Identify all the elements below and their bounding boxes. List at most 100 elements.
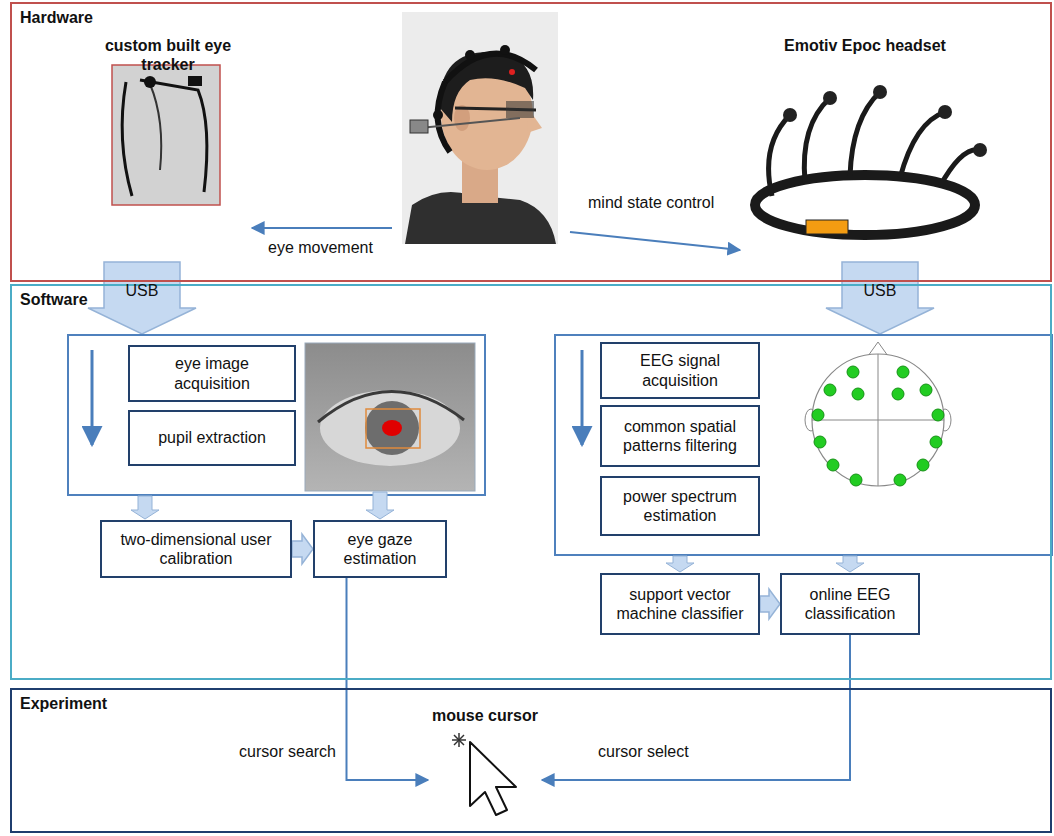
headset-electrode bbox=[823, 91, 837, 105]
electrode-dot bbox=[917, 459, 929, 471]
process-box: common spatial patterns filtering bbox=[600, 405, 760, 467]
target-panel: mouse cursor bbox=[428, 706, 542, 814]
electrode-dot bbox=[850, 474, 862, 486]
tracker-camera bbox=[188, 76, 202, 86]
headset-arm bbox=[804, 98, 830, 182]
flow-arrow bbox=[131, 496, 159, 519]
eye-image bbox=[305, 343, 475, 491]
tracker-wire bbox=[140, 80, 207, 192]
port-label: USB bbox=[126, 281, 159, 300]
process-box: eye image acquisition bbox=[128, 345, 296, 402]
headset-arm bbox=[900, 112, 945, 178]
box-label: pupil extraction bbox=[158, 428, 266, 447]
headset-electrode bbox=[873, 85, 887, 99]
tracker-wire bbox=[150, 84, 161, 170]
box-label: common spatial patterns filtering bbox=[610, 417, 750, 455]
person-hair bbox=[440, 52, 533, 122]
section-title: Hardware bbox=[20, 8, 1042, 27]
tracker-arm bbox=[420, 118, 520, 128]
usb-arrow bbox=[826, 262, 934, 334]
headset-electrode bbox=[433, 110, 443, 120]
edge-label: cursor select bbox=[598, 742, 689, 761]
electrode-dot bbox=[827, 459, 839, 471]
eye-lid bbox=[318, 391, 464, 422]
section-band: Softwareeye image acquisitionpupil extra… bbox=[10, 284, 1052, 680]
usb-arrow bbox=[88, 262, 196, 334]
pipeline-frame bbox=[68, 335, 485, 495]
electrode-dot bbox=[824, 384, 836, 396]
pupil-roi bbox=[366, 409, 420, 448]
headset-light bbox=[509, 69, 515, 75]
cursor-pointer bbox=[470, 742, 516, 815]
tracker-photo bbox=[112, 65, 220, 205]
panel-heading: mouse cursor bbox=[428, 706, 542, 725]
box-label: two-dimensional user calibration bbox=[110, 530, 282, 568]
headset-electrode bbox=[465, 50, 475, 60]
electrode-dot bbox=[894, 474, 906, 486]
sequence-arrow bbox=[91, 350, 94, 445]
section-band: Hardware custom built eye tracker Emotiv E… bbox=[10, 2, 1052, 282]
signal-arrow bbox=[570, 232, 740, 250]
headset-electrode bbox=[938, 105, 952, 119]
head-axis bbox=[878, 354, 879, 486]
person-photo bbox=[402, 12, 558, 244]
electrode-dot bbox=[920, 384, 932, 396]
box-label: power spectrum estimation bbox=[610, 487, 750, 525]
annotation-label: mind state control bbox=[588, 193, 714, 212]
panel-heading: custom built eye tracker bbox=[103, 36, 233, 74]
eye-iris bbox=[365, 401, 419, 455]
tracker-camera bbox=[144, 76, 156, 88]
block-arrow bbox=[760, 589, 780, 619]
process-box: online EEG classification bbox=[780, 573, 920, 635]
process-box: two-dimensional user calibration bbox=[100, 520, 292, 578]
electrode-dot bbox=[892, 388, 904, 400]
signal-arrow bbox=[252, 227, 392, 229]
head-map bbox=[812, 354, 944, 486]
electrode-dot bbox=[930, 436, 942, 448]
box-label: online EEG classification bbox=[790, 585, 910, 623]
electrode-dot bbox=[932, 409, 944, 421]
device-panel: custom built eye tracker bbox=[103, 36, 233, 207]
flow-arrow bbox=[666, 556, 694, 572]
section-band: Experimentmouse cursor bbox=[10, 688, 1052, 833]
electrode-dot bbox=[897, 366, 909, 378]
electrode-dot bbox=[814, 436, 826, 448]
headset-electrode bbox=[500, 45, 510, 55]
electrode-dot bbox=[852, 388, 864, 400]
headset-logo bbox=[806, 220, 848, 234]
flow-arrow bbox=[836, 556, 864, 572]
panel-heading: Emotiv Epoc headset bbox=[745, 36, 985, 55]
glasses-lens bbox=[506, 101, 534, 118]
annotation-label: eye movement bbox=[268, 238, 373, 257]
cursor-sparkle bbox=[454, 735, 464, 745]
headset-electrode bbox=[973, 143, 987, 157]
box-label: EEG signal acquisition bbox=[610, 351, 750, 389]
process-box: power spectrum estimation bbox=[600, 476, 760, 536]
eye-white bbox=[320, 390, 460, 466]
electrode-dot bbox=[847, 366, 859, 378]
sequence-arrow bbox=[581, 350, 584, 445]
headset-arm bbox=[769, 115, 790, 196]
process-box: eye gaze estimation bbox=[313, 520, 447, 578]
process-box: pupil extraction bbox=[128, 410, 296, 466]
edge-label: cursor search bbox=[239, 742, 336, 761]
port-label: USB bbox=[864, 281, 897, 300]
headset-band bbox=[445, 54, 536, 82]
device-panel: Emotiv Epoc headset bbox=[745, 36, 985, 248]
cursor-sparkle bbox=[454, 735, 464, 745]
tracker-wire bbox=[122, 82, 132, 196]
tracker-camera bbox=[410, 120, 428, 133]
box-label: eye gaze estimation bbox=[323, 530, 437, 568]
flow-arrow bbox=[366, 492, 394, 519]
box-label: eye image acquisition bbox=[138, 354, 286, 392]
pupil-mark bbox=[382, 420, 402, 436]
headset-arm bbox=[940, 150, 980, 186]
process-box: support vector machine classifier bbox=[600, 573, 760, 635]
block-arrow bbox=[292, 534, 313, 564]
box-label: support vector machine classifier bbox=[610, 585, 750, 623]
connector-line bbox=[542, 635, 850, 780]
pipeline-frame bbox=[555, 335, 1052, 555]
headset-electrode bbox=[783, 108, 797, 122]
process-box: EEG signal acquisition bbox=[600, 342, 760, 399]
headset-arm bbox=[850, 92, 880, 176]
